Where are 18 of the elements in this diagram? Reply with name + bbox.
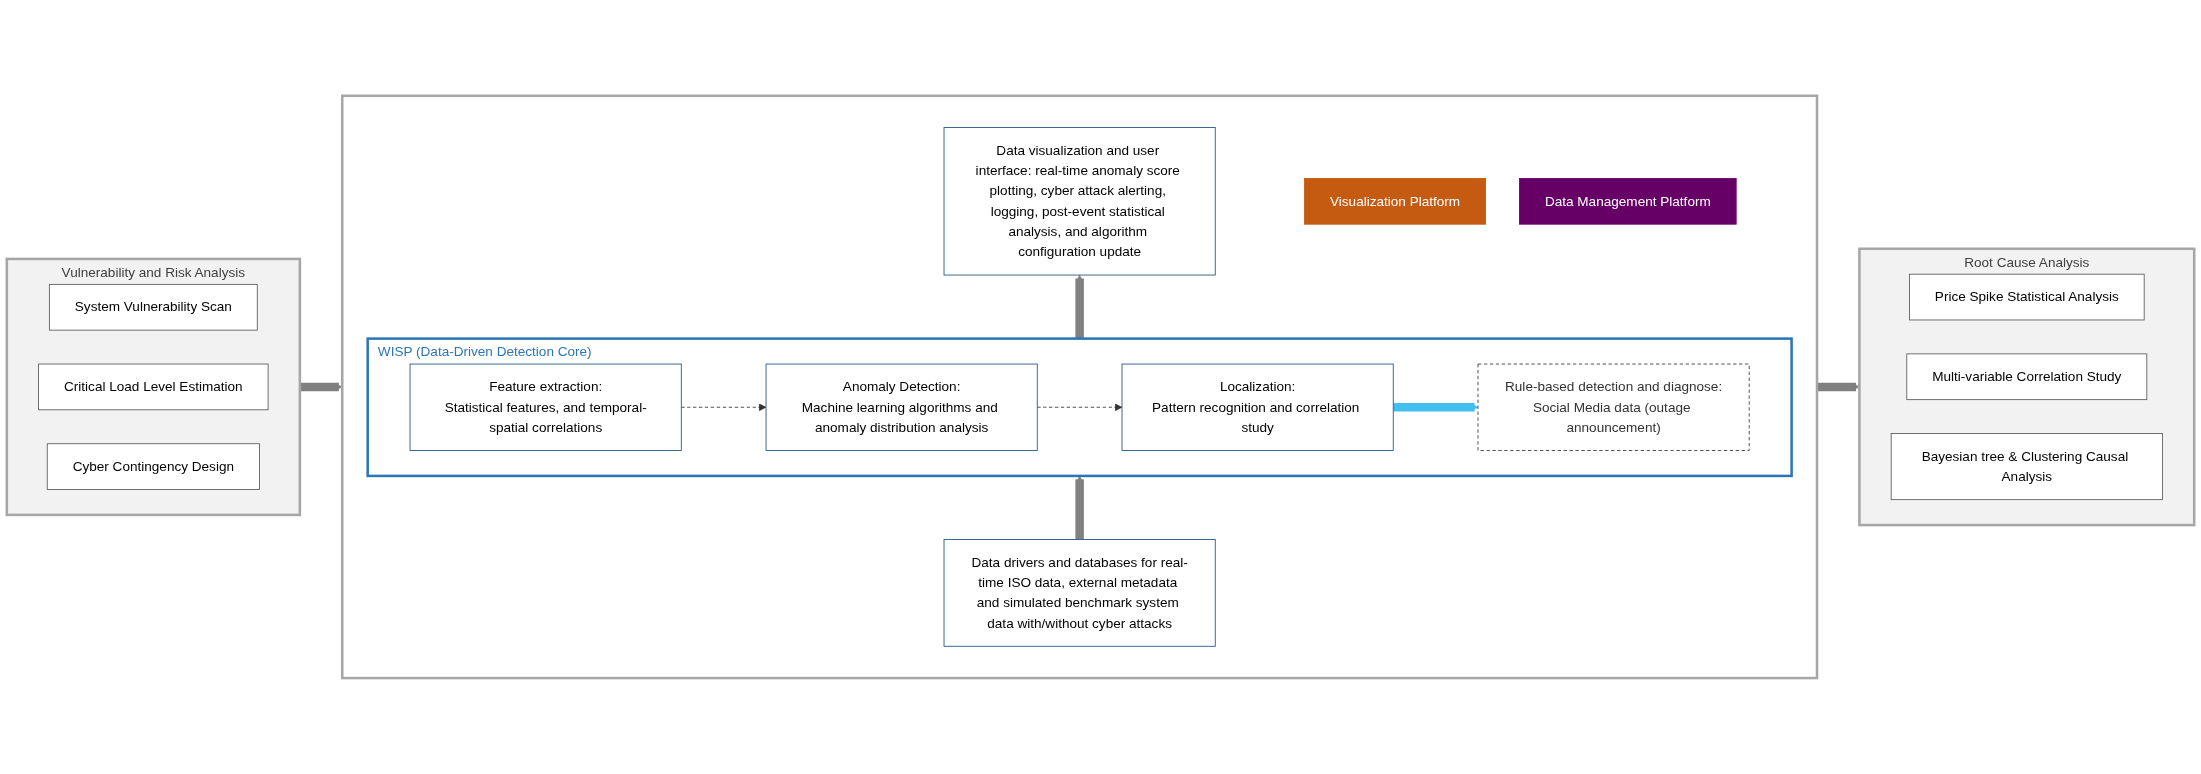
arrow xyxy=(299,382,343,392)
node-box: Multi-variable Correlation Study xyxy=(1906,353,2148,401)
node-box: Feature extraction: Statistical features, and temporal-spatial correlations xyxy=(409,363,682,451)
node-box: System Vulnerability Scan xyxy=(48,284,258,331)
node-box: Anomaly Detection: Machine learning algorithms and anomaly distribution analysis xyxy=(765,363,1038,451)
arrow xyxy=(1075,274,1084,339)
node-box: Bayesian tree & Clustering Causal Analysis xyxy=(1890,433,2163,501)
node-box: Data drivers and databases for real-time ISO data, external metadata and simulated benchmark system data with/without cyber attacks xyxy=(943,539,1216,647)
node-box: Cyber Contingency Design xyxy=(46,443,260,490)
cluster xyxy=(341,94,1819,680)
node-box: Data Management Platform xyxy=(1519,178,1737,225)
node-box: Data visualization and user interface: real-time anomaly score plotting, cyber attack alerting, logging, post-event statistical analysis, and algorithm configuration update xyxy=(943,127,1216,276)
node-box: Localization: Pattern recognition and correlation study xyxy=(1121,363,1394,451)
node-box: Rule-based detection and diagnose: Social Media data (outage announcement) xyxy=(1477,363,1750,451)
arrow xyxy=(1393,403,1479,412)
node-box: Visualization Platform xyxy=(1304,178,1486,225)
node-box: Critical Load Level Estimation xyxy=(38,363,269,411)
node-box: Price Spike Statistical Analysis xyxy=(1909,273,2145,321)
